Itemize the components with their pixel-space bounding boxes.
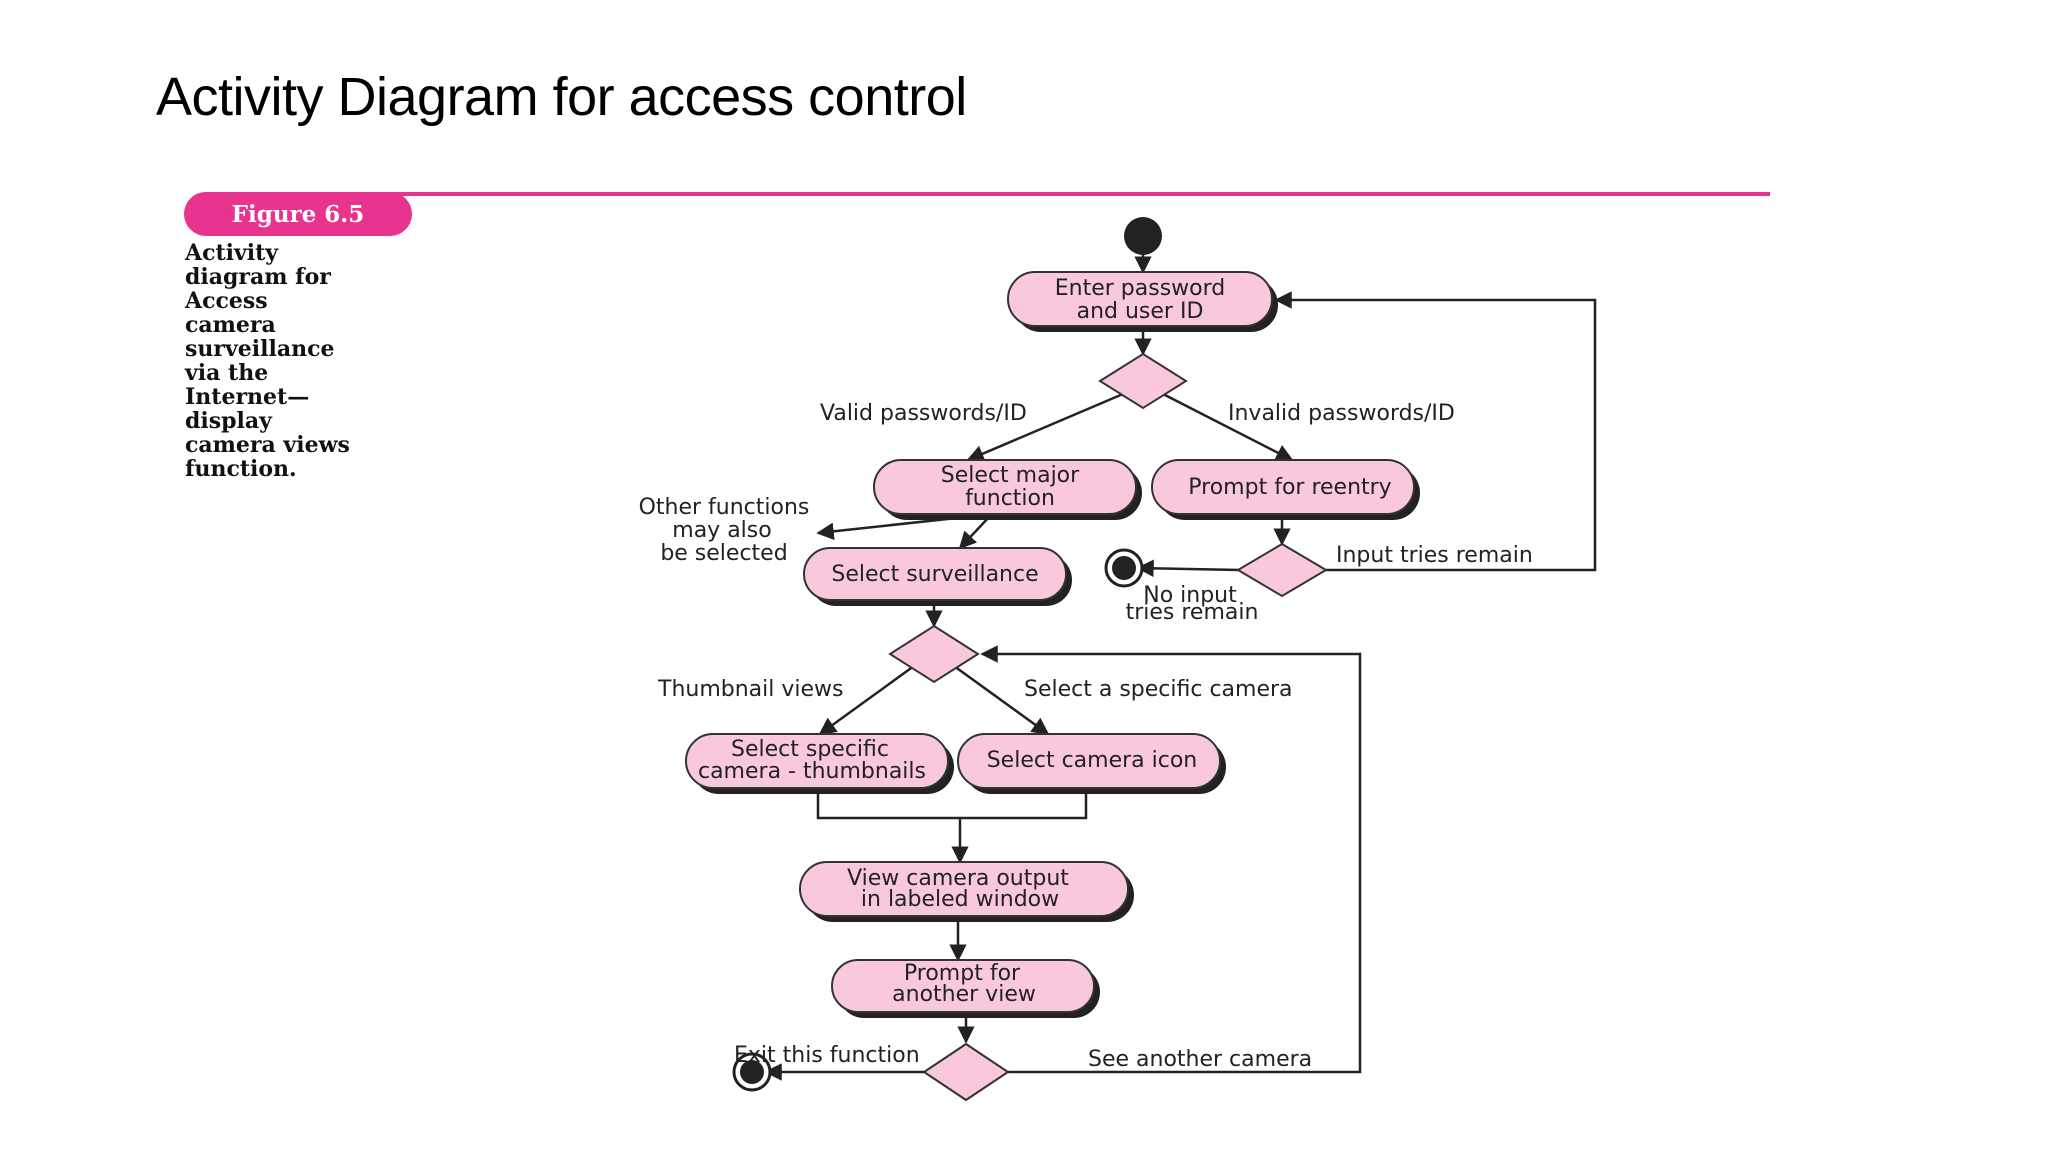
caption-line: Access: [184, 288, 268, 314]
activity-enter-password: Enter password and user ID: [1007, 271, 1278, 332]
activity-select-major: Select major function: [873, 459, 1142, 520]
start-node: [1124, 217, 1162, 255]
caption-line: Activity: [184, 240, 279, 266]
note-line: be selected: [660, 541, 787, 566]
label-thumbnail-views: Thumbnail views: [657, 677, 844, 702]
label-exit-function: Exit this function: [734, 1043, 920, 1068]
decision-tries: [1236, 542, 1328, 598]
flow-no-tries: [1136, 559, 1241, 578]
figure-badge: [184, 192, 412, 236]
caption-line: diagram for: [185, 264, 331, 290]
activity-label: and user ID: [1077, 299, 1204, 324]
decision-another-view: [922, 1042, 1010, 1102]
decision-credentials: [1098, 352, 1188, 410]
connectors: [764, 247, 1597, 1081]
activity-label: Prompt for: [904, 961, 1021, 986]
flow-join: [816, 790, 1088, 820]
end-node-no-tries: [1104, 548, 1144, 588]
label-invalid: Invalid passwords/ID: [1228, 401, 1455, 426]
caption-line: function.: [185, 456, 297, 482]
caption-line: display: [185, 408, 273, 434]
activity-label: function: [965, 486, 1055, 511]
decisions: [888, 352, 1328, 1102]
figure-caption: Activity diagram for Access camera surve…: [184, 240, 350, 482]
flow-tries-remain-loop: [1274, 291, 1597, 572]
label-no-input: No input tries remain: [1126, 583, 1259, 625]
label-valid: Valid passwords/ID: [820, 401, 1027, 426]
caption-line: surveillance: [185, 336, 334, 362]
activity-label: camera - thumbnails: [698, 759, 926, 784]
flow-specific-camera: [953, 664, 1050, 736]
caption-line: camera views: [185, 432, 350, 458]
flow-see-another-loop: [980, 645, 1362, 1074]
figure-badge-label: Figure 6.5: [232, 201, 365, 228]
note-line: Other functions: [639, 495, 810, 520]
activity-prompt-another: Prompt for another view: [831, 959, 1100, 1018]
activity-label: Select major: [941, 463, 1080, 488]
activity-label: Enter password: [1055, 276, 1226, 301]
activity-label: Select specific: [731, 737, 889, 762]
note-line: may also: [672, 518, 771, 543]
activity-select-camera-icon: Select camera icon: [957, 733, 1226, 794]
activity-label: in labeled window: [861, 887, 1059, 912]
label-see-another: See another camera: [1088, 1047, 1312, 1072]
note-line: No input: [1143, 583, 1237, 608]
activity-select-surveillance: Select surveillance: [803, 547, 1072, 606]
flow-invalid: [1162, 392, 1294, 462]
activity-label: another view: [892, 982, 1036, 1007]
label-other-functions: Other functions may also be selected: [639, 495, 810, 566]
flow-valid: [966, 392, 1124, 462]
note-line: tries remain: [1126, 600, 1259, 625]
activity-label: Select surveillance: [831, 562, 1038, 587]
label-input-tries-remain: Input tries remain: [1336, 543, 1533, 568]
activity-label: Prompt for reentry: [1188, 475, 1391, 500]
flow-thumbnail: [818, 664, 915, 736]
activity-label: Select camera icon: [987, 748, 1198, 773]
label-specific-camera: Select a specific camera: [1024, 677, 1293, 702]
decision-view-type: [888, 624, 980, 684]
caption-line: camera: [185, 312, 276, 338]
slide-title: Activity Diagram for access control: [156, 67, 967, 127]
caption-line: Internet—: [185, 384, 309, 410]
caption-line: via the: [184, 360, 268, 386]
activity-prompt-reentry: Prompt for reentry: [1151, 459, 1420, 520]
activity-view-output: View camera output in labeled window: [799, 861, 1134, 922]
flow-major-to-surveillance: [958, 515, 991, 550]
end-node-exit: [732, 1052, 772, 1092]
activity-label: View camera output: [847, 866, 1069, 891]
activity-select-thumbnails: Select specific camera - thumbnails: [685, 733, 954, 794]
